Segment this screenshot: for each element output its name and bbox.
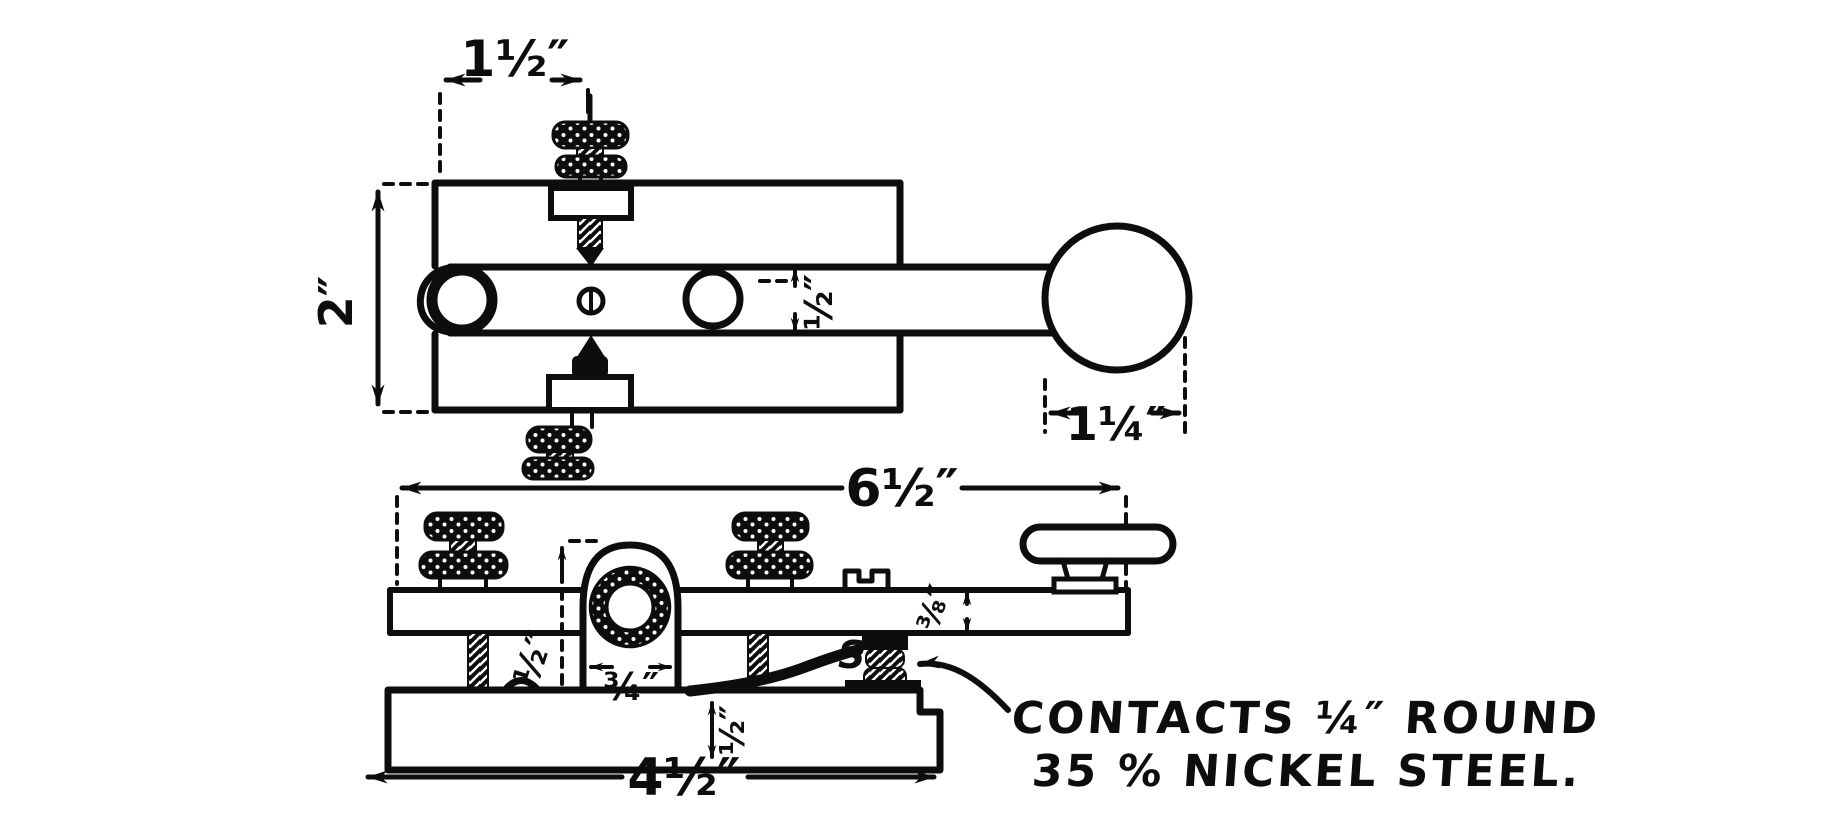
dim-lever-width: ½″	[758, 268, 841, 332]
lever-side	[387, 568, 1131, 636]
left-thumbscrew	[418, 511, 509, 592]
knob-collar	[1051, 576, 1119, 595]
side-view: 6½″	[365, 459, 1177, 808]
note-line-1: CONTACTS ¼″ ROUND	[1010, 693, 1602, 744]
dim-label-overall-length: 6½″	[845, 459, 958, 519]
frame-outline	[431, 179, 904, 414]
base-board	[384, 677, 944, 774]
dim-screw-offset: 1½″	[438, 30, 590, 180]
lever-plan	[416, 263, 1057, 337]
knurled-disc	[525, 425, 593, 454]
dim-label-frame-width: 2″	[309, 276, 363, 329]
lever-hole	[682, 268, 744, 330]
dim-base-length: 4½″	[365, 748, 937, 808]
note-line-2: 35 % NICKEL STEEL.	[1030, 746, 1583, 797]
upper-adjusting-screw	[548, 185, 634, 267]
knob-plan	[1041, 222, 1193, 374]
pivot-standard	[579, 541, 682, 694]
knurled-disc	[423, 511, 505, 542]
note-pointer-arrow	[917, 655, 1011, 713]
upper-thumbscrew	[551, 93, 630, 192]
knurled-disc	[521, 456, 595, 481]
middle-thumbscrew	[725, 511, 814, 592]
knurled-disc	[725, 550, 814, 580]
dim-frame-width: 2″	[309, 182, 434, 414]
contacts-note: CONTACTS ¼″ ROUND 35 % NICKEL STEEL.	[1010, 693, 1602, 797]
dim-base-thickness: ½″	[707, 701, 753, 759]
lower-adjusting-screw	[521, 335, 634, 481]
dim-knob-diameter: 1¼″	[1043, 336, 1187, 451]
wire-clip	[842, 568, 891, 593]
left-clamp-screw	[467, 632, 489, 691]
contact-screw	[747, 632, 769, 681]
knurled-disc	[551, 120, 630, 150]
upper-contact	[865, 648, 905, 669]
knurled-disc	[554, 154, 628, 179]
top-view: 1½″	[309, 30, 1193, 481]
dim-label-lever-width: ½″	[797, 274, 841, 330]
leaf-spring	[684, 644, 864, 697]
knurled-disc	[418, 550, 509, 580]
knurled-disc	[731, 511, 810, 542]
dim-label-knob-diameter: 1¼″	[1066, 397, 1166, 451]
screw-point	[576, 248, 604, 267]
upper-contact-holder	[862, 633, 908, 650]
knob-side	[1019, 523, 1177, 595]
bearing-bore	[604, 581, 656, 633]
wire-staple	[501, 677, 542, 694]
trunnion-bearing-hole	[426, 264, 498, 336]
dim-label-base-thickness: ½″	[713, 705, 753, 755]
dim-label-base-length: 4½″	[627, 748, 740, 808]
dim-label-screw-offset: 1½″	[461, 30, 570, 88]
dim-overall-length: 6½″	[395, 459, 1128, 588]
spring-label: S	[838, 633, 865, 677]
